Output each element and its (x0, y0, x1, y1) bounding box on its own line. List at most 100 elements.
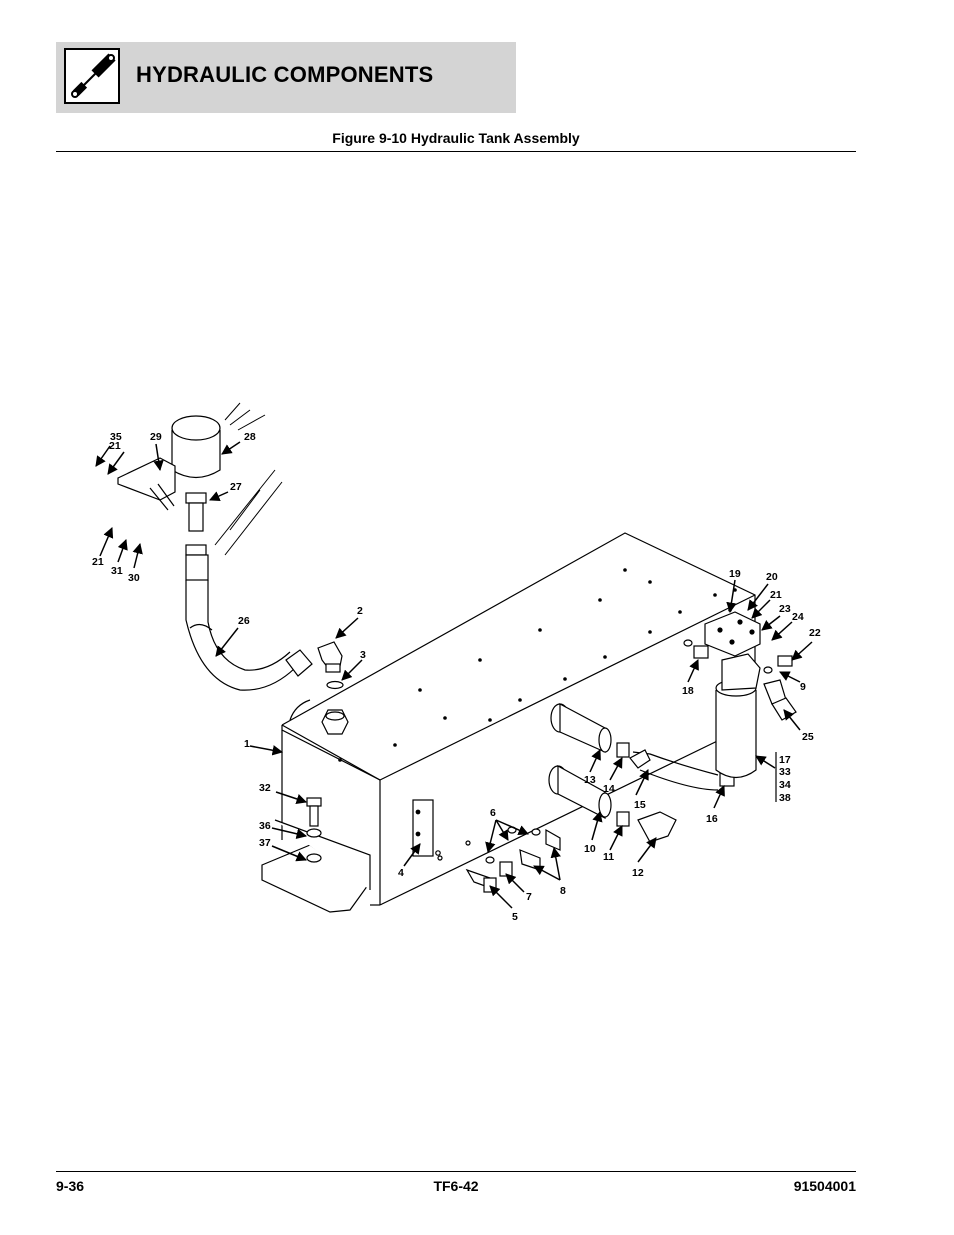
callout-28: 28 (244, 431, 256, 443)
callout-31: 31 (111, 565, 123, 577)
callout-12: 12 (632, 867, 644, 879)
callout-1: 1 (244, 738, 250, 750)
arrow-5 (489, 885, 513, 909)
page-title: HYDRAULIC COMPONENTS (136, 62, 434, 87)
arrow-21b (99, 527, 114, 557)
callout-13: 13 (584, 774, 596, 786)
arrow-22 (791, 641, 813, 661)
callout-14: 14 (603, 783, 615, 795)
hose-fittings-27 (185, 492, 209, 581)
tank-bolt-holes (338, 568, 737, 762)
return-hose-15 (629, 749, 719, 791)
mounting-bracket-29 (117, 457, 176, 511)
arrow-2 (335, 617, 359, 639)
callout-36: 36 (259, 820, 271, 832)
arrow-12 (637, 837, 657, 863)
arrow-36 (271, 827, 308, 839)
callout-9: 9 (800, 681, 806, 693)
breather-28 (171, 415, 221, 479)
page-number: 9-36 (56, 1178, 85, 1194)
callout-arrows (95, 441, 813, 909)
callout-24: 24 (792, 611, 804, 623)
callout-8: 8 (560, 885, 566, 897)
return-filter-17 (704, 611, 761, 779)
arrow-4 (403, 843, 421, 867)
filler-neck (321, 680, 349, 735)
arrow-16 (713, 785, 725, 809)
filter-fittings-9-25 (683, 639, 797, 721)
callout-2: 2 (357, 605, 363, 617)
tank-rail-lines (214, 402, 283, 556)
callout-5: 5 (512, 911, 518, 923)
elbow-fitting-12 (637, 811, 677, 843)
callout-29: 29 (150, 431, 162, 443)
arrow-17 (755, 755, 776, 769)
callout-4: 4 (398, 867, 404, 879)
arrow-30 (132, 542, 143, 569)
arrow-24 (771, 621, 793, 641)
tank-side-fittings (437, 826, 561, 893)
callout-17: 17 (779, 754, 791, 766)
callout-21-lower: 21 (92, 556, 104, 568)
strainer-10 (548, 764, 612, 819)
callout-35: 35 (110, 431, 122, 443)
callout-38: 38 (779, 792, 791, 804)
arrow-20 (747, 583, 769, 611)
arrow-25 (783, 709, 801, 731)
callout-33: 33 (779, 766, 791, 778)
arrow-19 (726, 579, 737, 614)
arrow-1 (249, 745, 284, 756)
callout-labels: 1 2 3 4 5 6 7 8 9 10 11 12 13 14 15 16 1… (92, 431, 821, 923)
callout-30: 30 (128, 572, 140, 584)
callout-7: 7 (526, 891, 532, 903)
callout-26: 26 (238, 615, 250, 627)
hydraulic-tank (281, 532, 756, 906)
arrow-11 (609, 825, 623, 851)
arrow-27 (209, 491, 229, 501)
arrow-6a (485, 819, 497, 854)
fittings-14-11 (616, 742, 630, 827)
callout-22: 22 (809, 627, 821, 639)
arrow-8a (533, 865, 561, 881)
bracket-4 (412, 799, 441, 857)
callout-25: 25 (802, 731, 814, 743)
drain-plug-32 (306, 797, 322, 863)
callout-3: 3 (360, 649, 366, 661)
callout-10: 10 (584, 843, 596, 855)
arrow-7 (505, 873, 525, 893)
arrow-21a (107, 451, 125, 475)
arrow-18 (687, 659, 699, 683)
hose-26 (185, 580, 313, 691)
arrow-13 (589, 749, 601, 773)
callout-20: 20 (766, 571, 778, 583)
callout-15: 15 (634, 799, 646, 811)
header-band (56, 42, 516, 113)
arrow-37 (271, 845, 307, 862)
callout-34: 34 (779, 779, 791, 791)
header-rule (56, 151, 856, 152)
elbow-fitting-2 (317, 641, 343, 673)
arrow-32 (275, 791, 307, 804)
arrow-35 (95, 445, 111, 467)
manual-part-number: 91504001 (793, 1178, 856, 1194)
arrow-29 (153, 443, 164, 472)
strainer-13 (550, 703, 612, 753)
callout-21-upper: 21 (109, 440, 121, 452)
callout-16: 16 (706, 813, 718, 825)
arrow-21c (751, 599, 771, 619)
model-number: TF6-42 (433, 1178, 479, 1194)
arrow-28 (221, 441, 241, 455)
arrow-26 (215, 627, 239, 657)
arrow-23 (761, 615, 781, 631)
arrow-6b (495, 819, 509, 841)
callout-18: 18 (682, 685, 694, 697)
callout-32: 32 (259, 782, 271, 794)
callout-27: 27 (230, 481, 242, 493)
arrow-15 (635, 769, 649, 796)
arrow-31 (117, 539, 128, 563)
figure-title: Figure 9-10 Hydraulic Tank Assembly (332, 130, 580, 146)
callout-6: 6 (490, 807, 496, 819)
arrow-10 (591, 810, 603, 841)
callout-23: 23 (779, 603, 791, 615)
